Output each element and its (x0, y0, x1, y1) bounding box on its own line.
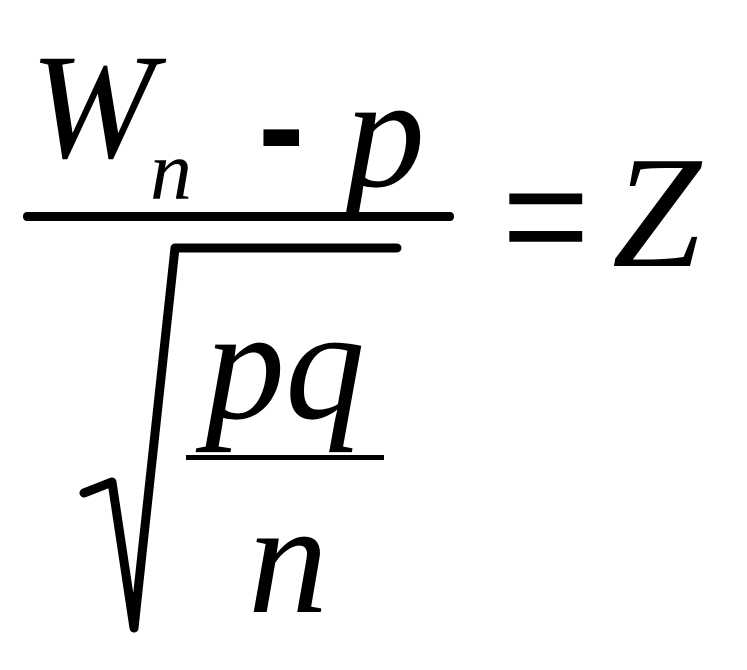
numerator-variable-w: W (30, 24, 155, 190)
numerator-subscript-n: n (150, 125, 192, 218)
result-variable-z: Z (612, 123, 701, 301)
numerator-term-p: p (345, 43, 425, 221)
radicand-numerator-pq: pq (205, 275, 365, 453)
numerator-minus-operator: - (258, 47, 305, 204)
main-fraction-bar (23, 212, 454, 221)
radicand-denominator-n: n (248, 469, 328, 647)
radicand-fraction-bar (186, 455, 384, 460)
equals-sign: = (502, 131, 590, 299)
